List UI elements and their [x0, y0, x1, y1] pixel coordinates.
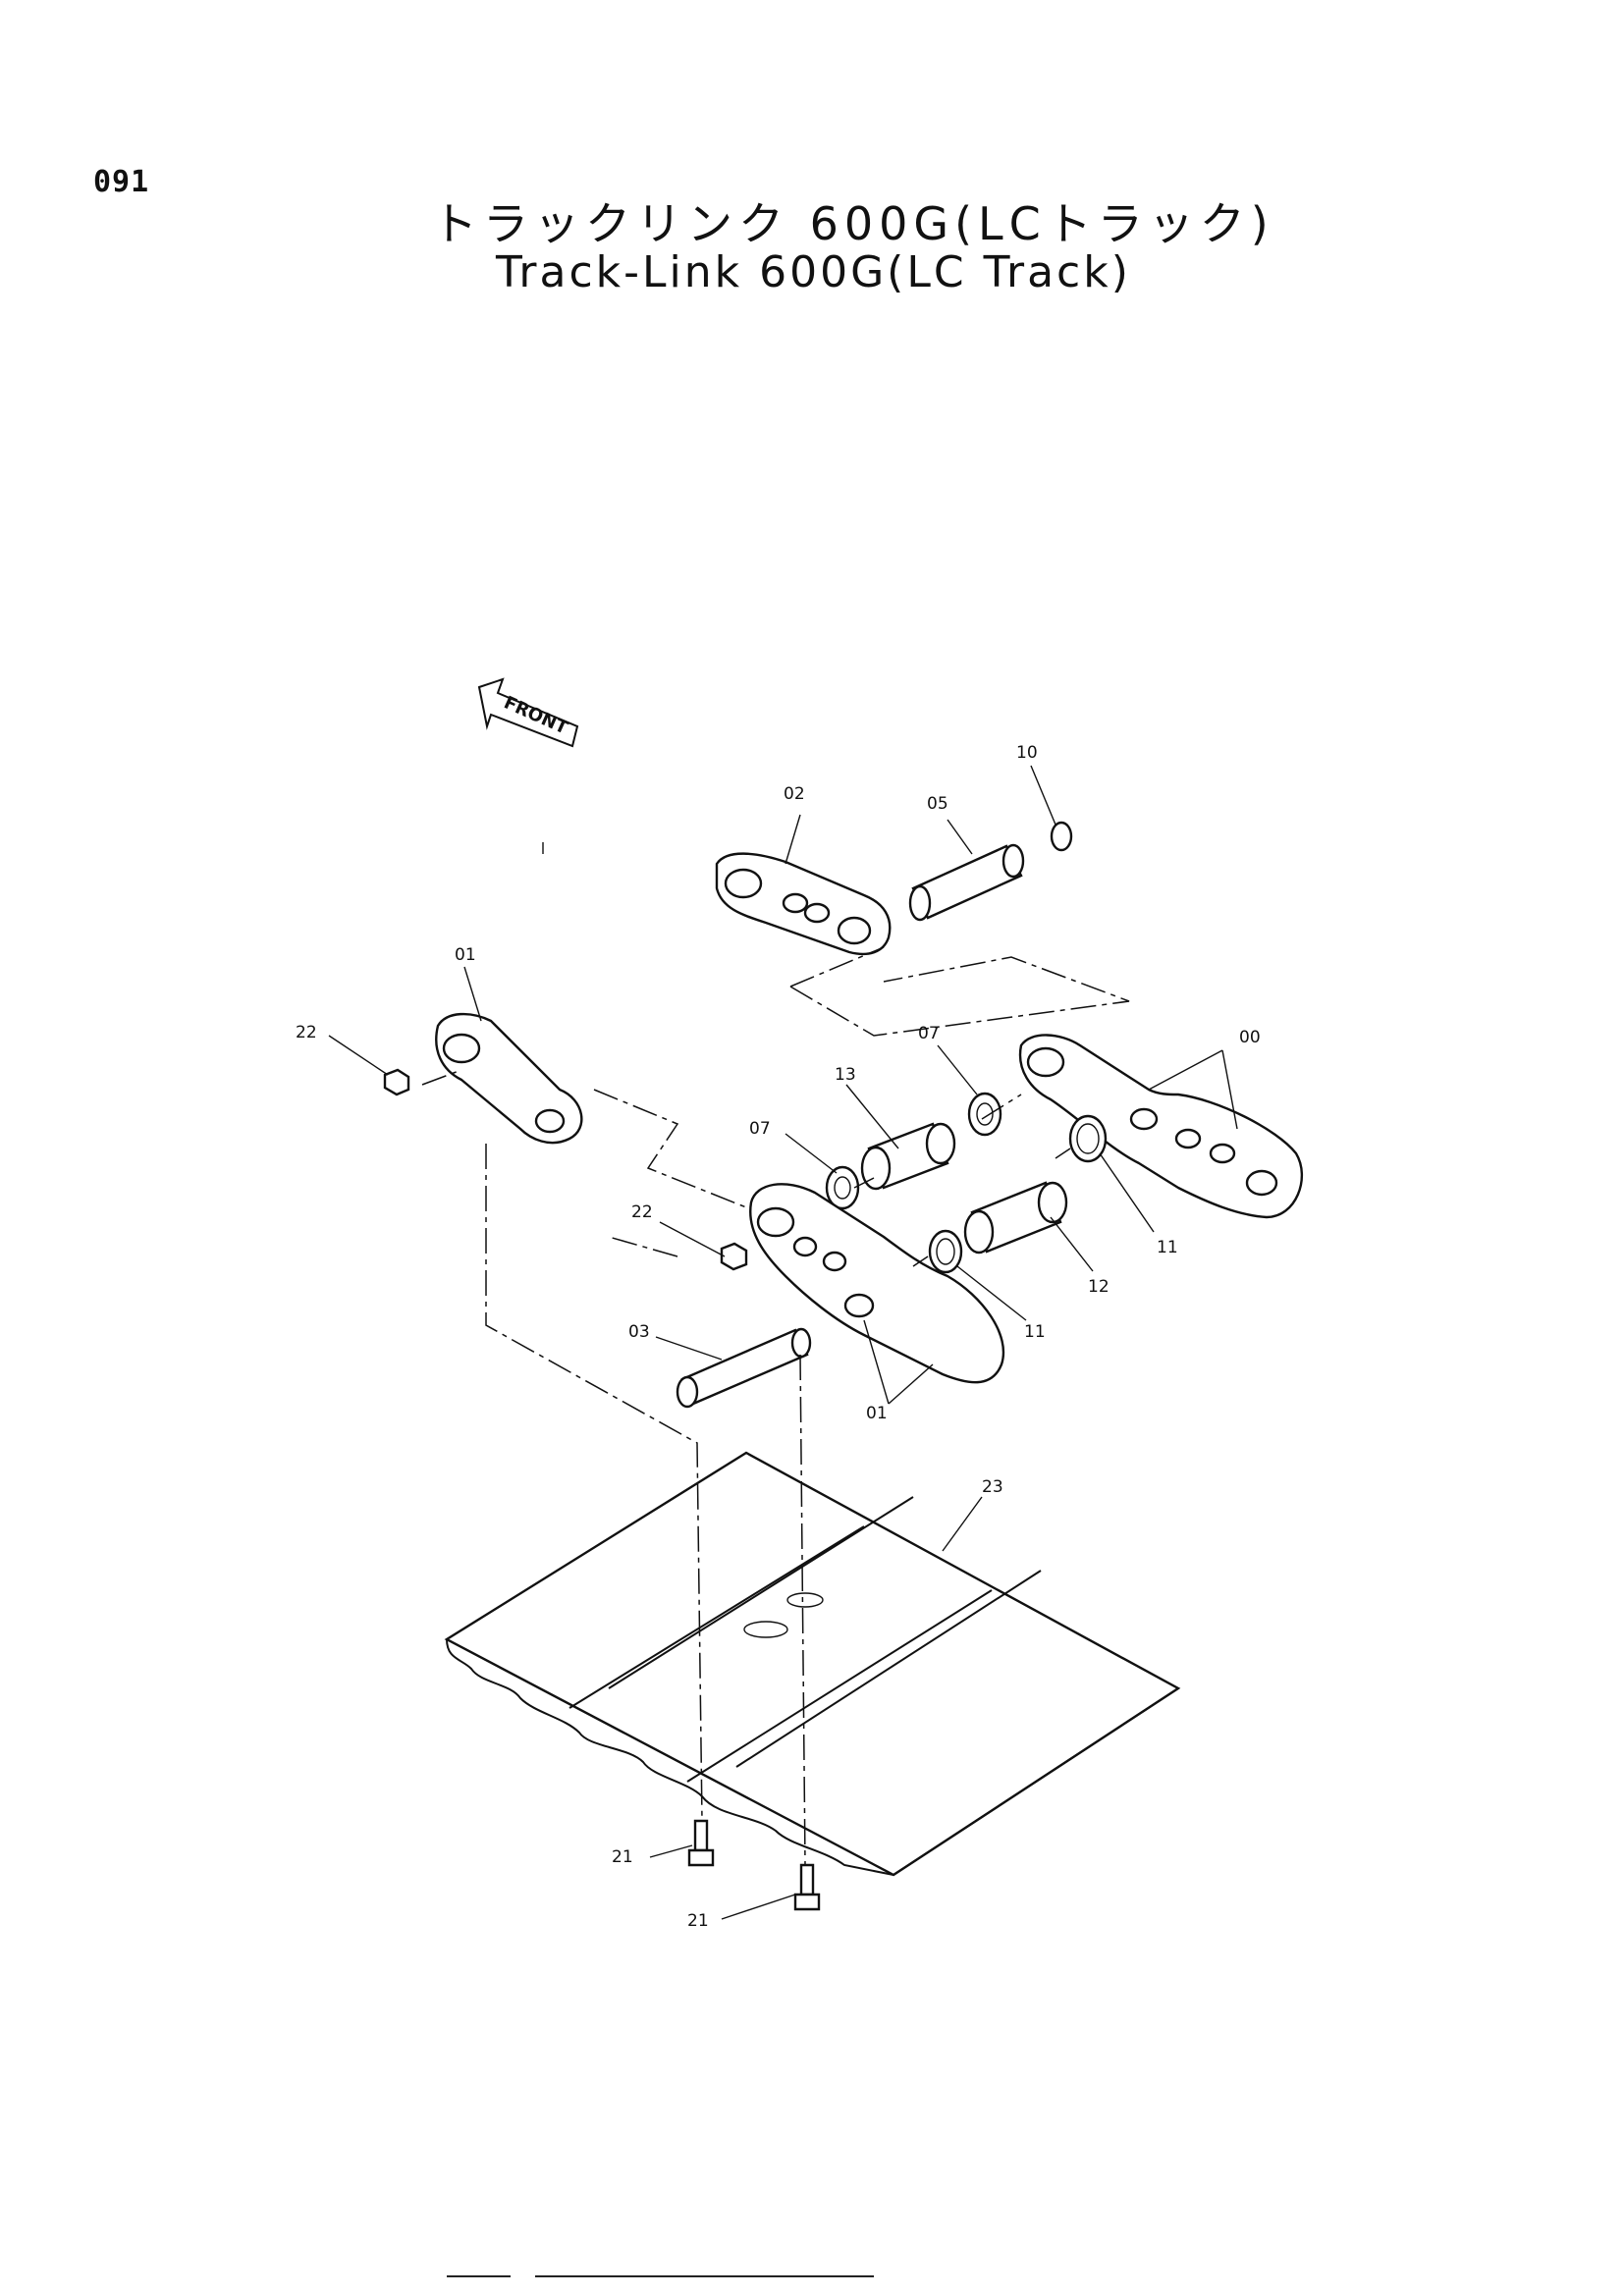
callout-23: 23	[982, 1477, 1003, 1497]
bolt-21-right	[793, 1863, 821, 1911]
link-01-center	[749, 1183, 1005, 1384]
callout-12: 12	[1088, 1277, 1110, 1297]
bushing-12	[963, 1181, 1068, 1255]
seal-11-right	[1068, 1114, 1108, 1163]
callout-21-left: 21	[612, 1847, 633, 1867]
footer-rule-short	[447, 2275, 511, 2277]
link-02	[715, 852, 892, 956]
bushing-13	[860, 1122, 956, 1191]
callout-10: 10	[1016, 743, 1038, 763]
callout-07-lower: 07	[749, 1119, 771, 1139]
callout-05: 05	[927, 794, 948, 814]
assembly-lines	[421, 946, 1130, 1866]
callout-labels: 00 01 01 02 03 05 07 07 10 11 11 12 13 2…	[296, 743, 1261, 1931]
bolt-21-left	[687, 1819, 715, 1867]
nut-22-left	[383, 1068, 410, 1096]
snap-ring-10	[1050, 821, 1073, 852]
pin-05	[908, 843, 1025, 922]
callout-01-left: 01	[455, 945, 476, 965]
washer-07-lower	[825, 1165, 860, 1210]
callout-22-left: 22	[296, 1023, 317, 1042]
washer-07-upper	[967, 1092, 1002, 1137]
callout-11-left: 11	[1024, 1322, 1046, 1342]
callout-21-right: 21	[687, 1911, 709, 1931]
leader-lines	[328, 765, 1238, 1920]
link-01-left	[435, 1012, 583, 1145]
callout-07-upper: 07	[918, 1024, 940, 1043]
callout-03: 03	[628, 1322, 650, 1342]
page-number: 091	[93, 165, 150, 199]
nut-22-center	[720, 1242, 748, 1271]
callout-00: 00	[1239, 1028, 1261, 1047]
front-arrow: FRONT	[477, 677, 579, 748]
callout-22-center: 22	[631, 1202, 653, 1222]
callout-01-center: 01	[866, 1404, 888, 1423]
link-00	[1018, 1034, 1304, 1219]
callout-11-right: 11	[1157, 1238, 1178, 1257]
track-shoe-23	[444, 1451, 1181, 1877]
callout-13: 13	[835, 1065, 856, 1085]
seal-11-left	[928, 1229, 963, 1274]
pin-03	[676, 1327, 812, 1409]
title-japanese: トラックリンク 600G(LCトラック)	[432, 197, 1274, 250]
footer-rule-long	[535, 2275, 874, 2277]
title-english: Track-Link 600G(LC Track)	[496, 247, 1131, 297]
callout-02: 02	[784, 784, 805, 804]
